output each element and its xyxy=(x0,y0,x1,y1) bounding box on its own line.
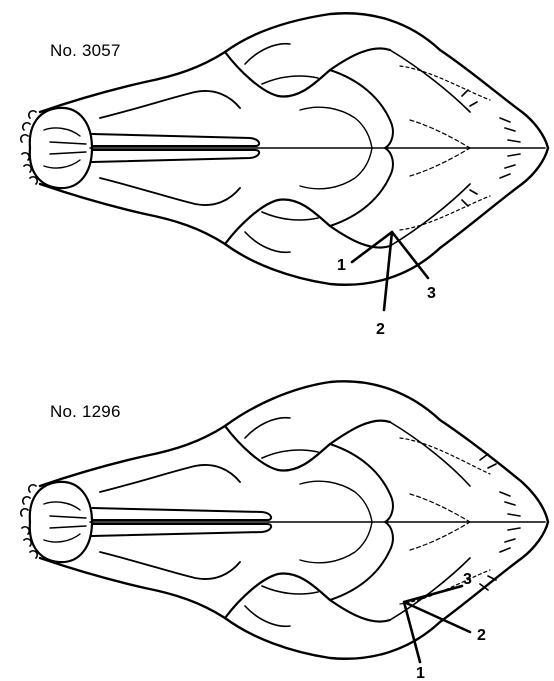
callout-3: 3 xyxy=(463,571,472,588)
callout-3: 3 xyxy=(427,285,436,302)
specimen-panel-1296: No. 1296 xyxy=(0,340,554,680)
skull-outline xyxy=(21,13,548,285)
skull-drawing: 1 2 3 xyxy=(0,0,554,340)
callout-2: 2 xyxy=(376,321,385,338)
skull-drawing: 3 2 1 xyxy=(0,340,554,681)
callout-1: 1 xyxy=(416,665,425,681)
callout-2: 2 xyxy=(477,627,486,644)
specimen-panel-3057: No. 3057 xyxy=(0,0,554,340)
skull-outline xyxy=(21,381,548,658)
callout-1: 1 xyxy=(337,257,346,274)
